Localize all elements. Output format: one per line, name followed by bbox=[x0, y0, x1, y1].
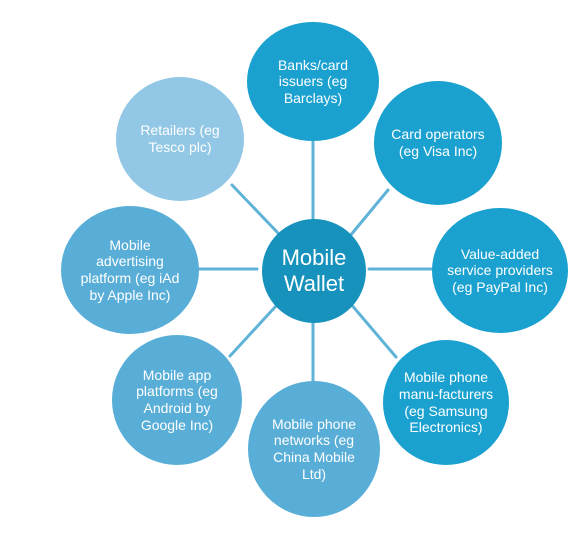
hub-mobile-wallet: Mobile Wallet bbox=[262, 219, 366, 323]
node-label-value-added: Value-added service providers (eg PayPal… bbox=[447, 245, 553, 295]
hub-label-line-2: Wallet bbox=[283, 271, 345, 296]
connector-card-operators bbox=[343, 188, 390, 244]
hub-label-line-1: Mobile bbox=[281, 244, 347, 270]
node-banks: Banks/card issuers (eg Barclays) bbox=[247, 22, 379, 141]
node-advertising: Mobile advertising platform (eg iAd by A… bbox=[61, 206, 199, 334]
hub-label: Mobile Wallet bbox=[282, 245, 347, 298]
node-value-added: Value-added service providers (eg PayPal… bbox=[432, 208, 568, 333]
node-label-retailers: Retailers (eg Tesco plc) bbox=[140, 122, 220, 155]
node-label-advertising: Mobile advertising platform (eg iAd by A… bbox=[80, 236, 180, 303]
node-label-banks: Banks/card issuers (eg Barclays) bbox=[277, 56, 349, 106]
connector-app-platforms bbox=[228, 304, 278, 358]
node-card-operators: Card operators (eg Visa Inc) bbox=[374, 81, 502, 205]
node-retailers: Retailers (eg Tesco plc) bbox=[116, 77, 244, 201]
connector-retailers bbox=[230, 183, 280, 235]
node-app-platforms: Mobile app platforms (eg Android by Goog… bbox=[112, 335, 242, 465]
node-phone-networks: Mobile phone networks (eg China Mobile L… bbox=[248, 381, 380, 517]
node-phone-manufacturers: Mobile phone manu-facturers (eg Samsung … bbox=[383, 340, 509, 465]
node-label-app-platforms: Mobile app platforms (eg Android by Goog… bbox=[136, 366, 218, 433]
connector-phone-manufacturers bbox=[348, 301, 398, 359]
node-label-card-operators: Card operators (eg Visa Inc) bbox=[391, 126, 485, 159]
node-label-phone-networks: Mobile phone networks (eg China Mobile L… bbox=[271, 415, 357, 482]
node-label-phone-manufacturers: Mobile phone manu-facturers (eg Samsung … bbox=[398, 369, 494, 436]
